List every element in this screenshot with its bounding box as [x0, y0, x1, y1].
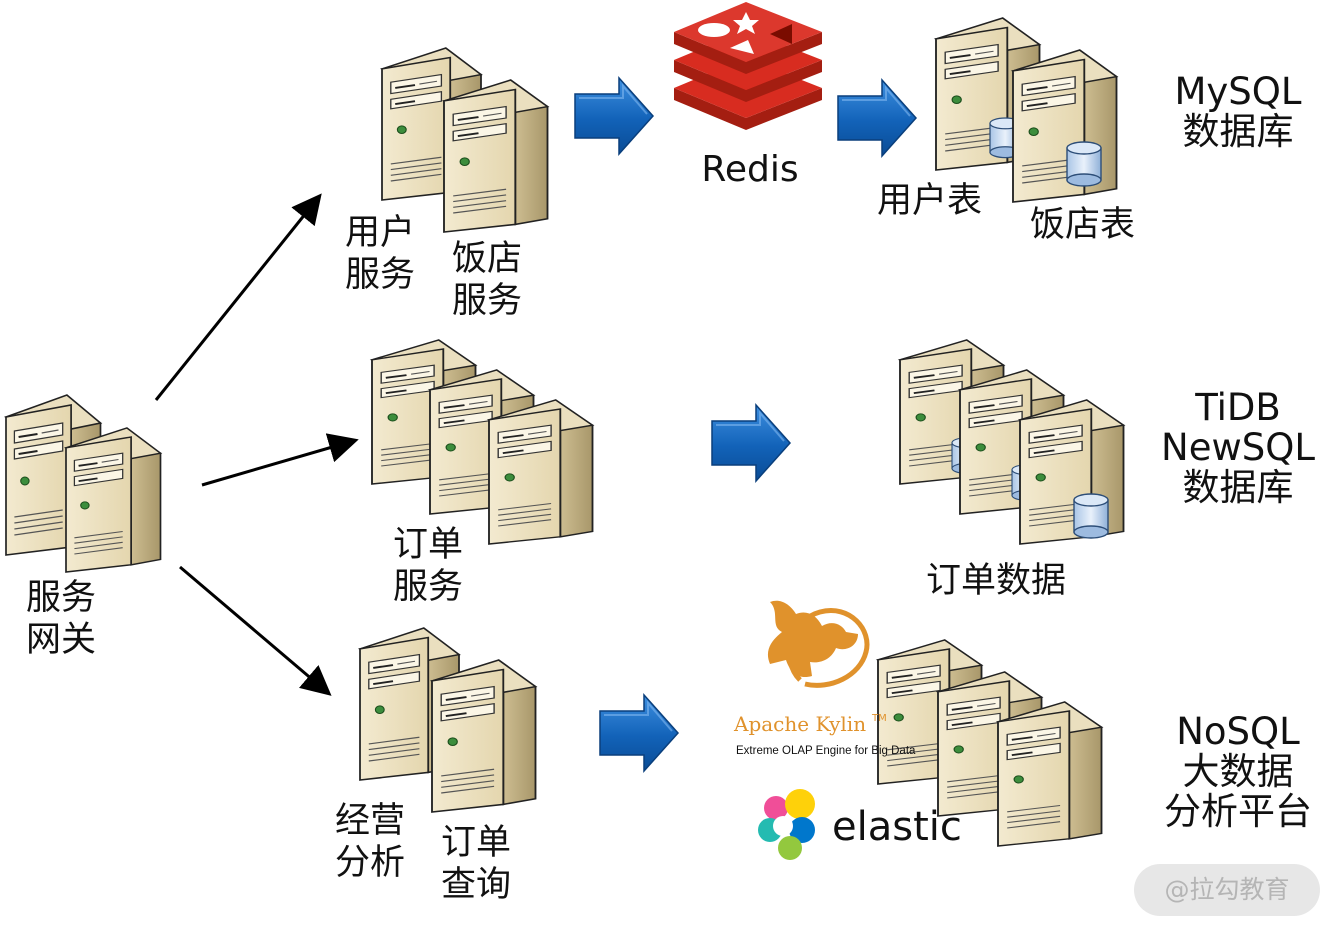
- order-service-label: 订单 服务: [393, 524, 463, 608]
- elastic-name: elastic: [832, 804, 962, 850]
- kylin-tm: TM: [871, 713, 887, 724]
- redis-label: Redis: [701, 149, 798, 190]
- watermark: @拉勾教育: [1134, 864, 1320, 916]
- blue-arrow-to-nosql: [599, 694, 679, 772]
- analytics-label: 经营 分析: [335, 800, 405, 884]
- analytics-label-line-2: 分析: [335, 843, 406, 883]
- order-service-label-line-1: 订单: [393, 525, 464, 565]
- gateway-servers: [4, 393, 162, 574]
- restaurant-service-label-line-2: 服务: [452, 281, 523, 321]
- mysql-tier-label: MySQL 数据库: [1160, 72, 1316, 152]
- user-service-label-line-1: 用户: [345, 213, 416, 253]
- nosql-tier-line-2: 大数据: [1182, 750, 1294, 793]
- tidb-servers: [898, 338, 1125, 546]
- order-query-label-line-1: 订单: [441, 823, 512, 863]
- arrow-to-user-services: [154, 193, 322, 401]
- redis-logo: [674, 2, 822, 130]
- order-query-label-line-2: 查询: [441, 865, 512, 905]
- elastic-logo-icon: [758, 789, 815, 860]
- blue-arrow-to-tidb: [711, 404, 791, 482]
- user-service-label: 用户 服务: [345, 212, 415, 296]
- order-service-label-line-2: 服务: [393, 567, 464, 607]
- gateway-label: 服务 网关: [26, 577, 96, 661]
- tidb-tier-line-1: TiDB: [1195, 386, 1281, 429]
- user-service-label-line-2: 服务: [345, 255, 416, 295]
- order-data-label: 订单数据: [926, 561, 1067, 601]
- user-table-label: 用户表: [877, 181, 983, 221]
- order-servers: [370, 338, 594, 546]
- kylin-logo: [767, 600, 870, 688]
- order-query-label: 订单 查询: [441, 822, 511, 906]
- nosql-tier-label: NoSQL 大数据 分析平台: [1152, 712, 1324, 832]
- kylin-name: Apache Kylin: [733, 712, 866, 736]
- tidb-tier-label: TiDB NewSQL 数据库: [1152, 388, 1324, 508]
- blue-arrow-to-mysql: [837, 79, 917, 157]
- blue-arrow-to-redis: [574, 77, 654, 155]
- arrow-to-analytics: [179, 565, 332, 696]
- gateway-label-line-2: 网关: [26, 620, 97, 660]
- analytics-label-line-1: 经营: [335, 801, 406, 841]
- mysql-tier-line-2: 数据库: [1182, 110, 1294, 153]
- mysql-tier-line-1: MySQL: [1174, 70, 1302, 113]
- tidb-tier-line-2: NewSQL: [1161, 426, 1315, 469]
- tidb-tier-line-3: 数据库: [1182, 466, 1294, 509]
- mysql-servers: [934, 16, 1118, 204]
- gateway-label-line-1: 服务: [26, 578, 97, 618]
- nosql-tier-line-3: 分析平台: [1164, 790, 1312, 833]
- restaurant-service-label: 饭店 服务: [452, 238, 522, 322]
- analytics-servers: [358, 626, 537, 814]
- nosql-tier-line-1: NoSQL: [1176, 710, 1300, 753]
- restaurant-table-label: 饭店表: [1030, 205, 1136, 245]
- restaurant-service-label-line-1: 饭店: [452, 239, 523, 279]
- user-restaurant-servers: [380, 46, 549, 234]
- arrow-to-order-service: [201, 433, 359, 487]
- kylin-tagline: Extreme OLAP Engine for Big Data: [736, 745, 916, 757]
